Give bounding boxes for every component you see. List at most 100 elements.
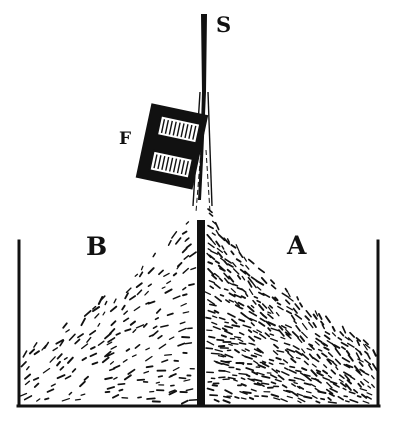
particle-dash xyxy=(208,212,214,217)
particle-dash xyxy=(224,321,230,324)
particle-dash xyxy=(218,376,226,379)
particle-dash xyxy=(206,233,213,241)
particle-dash xyxy=(124,292,129,300)
particle-dash xyxy=(286,395,294,399)
particle-dash xyxy=(296,385,301,390)
particle-dash xyxy=(164,288,173,294)
particle-dash xyxy=(207,208,213,214)
particle-dash xyxy=(157,334,163,340)
particle-dash xyxy=(218,234,226,242)
particle-dash xyxy=(324,331,331,336)
particle-dash xyxy=(106,341,113,346)
particle-dash xyxy=(314,310,319,317)
particle-dash xyxy=(241,288,247,294)
particle-dash xyxy=(308,321,314,329)
particle-dash xyxy=(250,354,258,358)
particle-dash xyxy=(64,375,72,380)
particle-dash xyxy=(355,369,363,376)
particle-dash xyxy=(134,343,141,349)
particle-dash xyxy=(232,283,239,287)
particle-dash xyxy=(182,311,190,314)
particle-dash xyxy=(129,320,136,326)
particle-dash xyxy=(19,392,28,397)
particle-dash xyxy=(261,362,270,368)
particle-dash xyxy=(220,353,227,358)
magnet-body xyxy=(135,103,209,190)
particle-dash xyxy=(314,340,320,346)
particle-dash xyxy=(28,348,36,355)
particle-dash xyxy=(146,397,156,400)
particle-dash xyxy=(353,365,361,374)
particle-dash xyxy=(211,315,218,319)
particle-dash xyxy=(209,285,215,290)
particle-dash xyxy=(210,352,221,355)
label-f: F xyxy=(119,129,131,149)
particle-dash xyxy=(317,390,327,394)
particle-dash xyxy=(294,303,301,311)
particle-dash xyxy=(347,337,354,343)
particle-dash xyxy=(232,374,238,377)
particle-dash xyxy=(131,354,137,358)
particle-dash xyxy=(56,353,63,360)
particle-dash xyxy=(182,286,187,291)
particle-dash xyxy=(232,268,240,275)
particle-dash xyxy=(359,368,366,374)
particle-dash xyxy=(293,381,298,385)
particle-dash xyxy=(109,361,115,365)
particle-dash xyxy=(227,376,236,380)
particle-dash xyxy=(240,295,247,299)
particle-dash xyxy=(136,378,146,381)
particle-dash xyxy=(211,232,216,236)
particle-dash xyxy=(301,367,308,371)
particle-dash xyxy=(136,289,143,296)
particle-dash xyxy=(157,375,164,378)
particle-dash xyxy=(122,359,128,363)
particle-dash xyxy=(256,371,265,376)
particle-dash xyxy=(238,306,244,310)
particle-dash xyxy=(168,389,176,394)
particle-dash xyxy=(275,356,282,361)
particle-dash xyxy=(322,369,329,375)
particle-dash xyxy=(323,364,328,369)
particle-dash xyxy=(256,299,262,304)
particle-dash xyxy=(284,287,289,293)
particle-dash xyxy=(337,336,343,341)
particle-dash xyxy=(218,277,224,282)
particle-dash xyxy=(163,272,170,277)
particle-dash xyxy=(205,347,214,350)
particle-dash xyxy=(135,324,145,329)
particle-dash xyxy=(167,239,172,246)
particle-dash xyxy=(214,221,220,231)
particle-dash xyxy=(316,353,321,359)
particle-dash xyxy=(341,357,351,363)
particle-dash xyxy=(317,348,323,352)
particle-dash xyxy=(343,371,352,378)
particle-dash xyxy=(362,339,369,346)
particle-dash xyxy=(240,311,247,318)
particle-dash xyxy=(340,341,349,347)
particle-dash xyxy=(328,392,335,397)
particle-dash xyxy=(253,378,263,382)
particle-dash xyxy=(101,356,110,364)
particle-dash xyxy=(166,280,172,285)
particle-dash xyxy=(188,283,195,287)
particle-dash xyxy=(245,367,255,372)
particle-dash xyxy=(262,292,271,298)
particle-dash xyxy=(233,293,242,299)
particle-dash xyxy=(295,369,302,373)
particle-dash xyxy=(367,385,372,389)
particle-dash xyxy=(158,343,167,350)
particle-dash xyxy=(221,327,228,332)
particle-dash xyxy=(49,356,56,363)
particle-dash xyxy=(248,288,254,296)
particle-dash xyxy=(269,333,275,336)
particle-dash xyxy=(125,348,131,352)
particle-dash xyxy=(207,242,215,249)
stream-inner-right xyxy=(205,149,211,213)
particle-dash xyxy=(276,302,282,306)
particle-dash xyxy=(303,395,313,400)
particle-dash xyxy=(325,388,334,395)
particle-dash xyxy=(231,318,238,325)
particle-dash xyxy=(253,295,259,299)
particle-dash xyxy=(80,343,89,350)
